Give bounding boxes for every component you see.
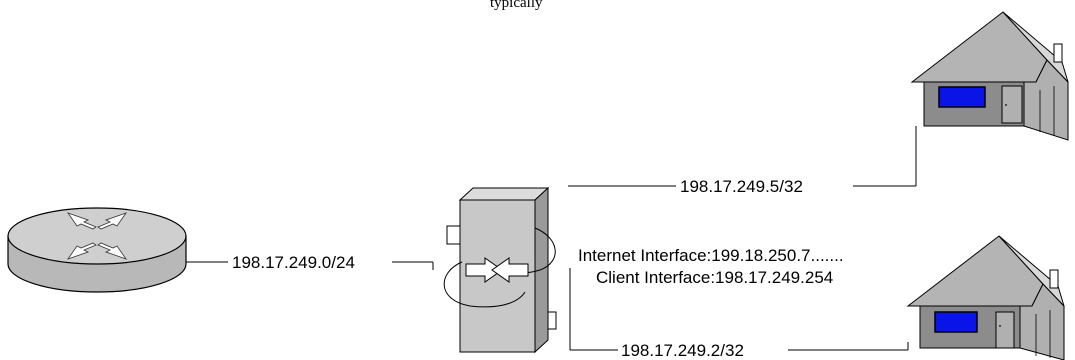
router-icon [7, 207, 187, 293]
link-label: 198.17.249.5/32 [680, 177, 803, 196]
link-label: 198.17.249.0/24 [232, 253, 355, 272]
gateway-interface-info: Internet Interface:199.18.250.7....... C… [578, 246, 844, 287]
gateway-switch-icon [443, 186, 557, 354]
client-interface-label: Client Interface:198.17.249.254 [596, 268, 833, 287]
link-label: 198.17.249.2/32 [621, 341, 744, 360]
link-router-gateway: 198.17.249.0/24 [186, 253, 434, 272]
internet-interface-label: Internet Interface:199.18.250.7....... [578, 246, 844, 265]
top-caption: typically [490, 0, 543, 11]
link-gateway-home-bottom: 198.17.249.2/32 [569, 268, 909, 360]
link-gateway-home-top: 198.17.249.5/32 [568, 126, 917, 196]
house-icon [906, 235, 1065, 360]
house-icon [910, 11, 1069, 141]
